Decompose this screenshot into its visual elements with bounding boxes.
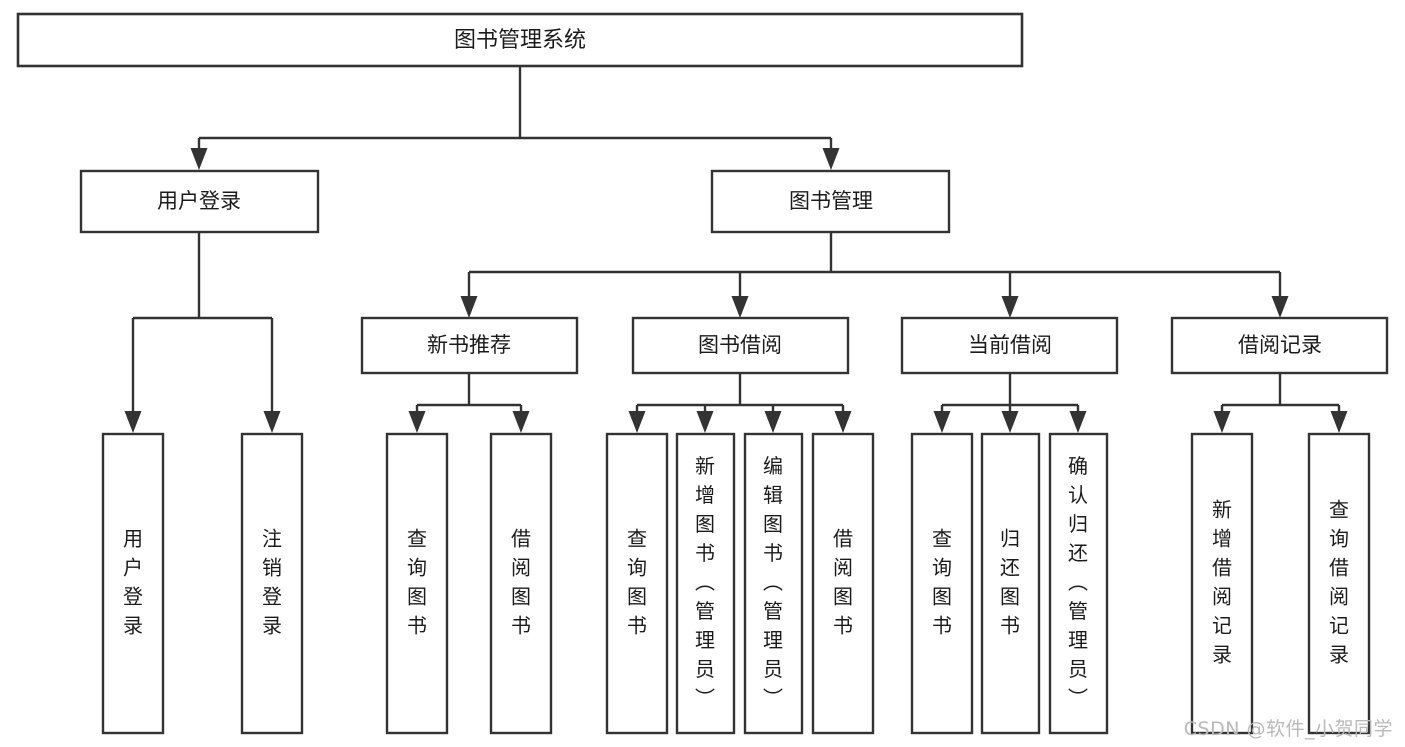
leaf-current-query[interactable]: 查询图书 bbox=[910, 432, 974, 735]
node-book-management[interactable]: 图书管理 bbox=[710, 169, 951, 234]
leaf-newbook-query-label: 查询图书 bbox=[407, 527, 427, 638]
connector-borrow-to-leaves bbox=[628, 373, 852, 433]
leaf-current-return-label: 归还图书 bbox=[1000, 527, 1020, 638]
leaf-user-login-signout-label: 注销登录 bbox=[262, 527, 282, 638]
leaf-borrow-add[interactable]: 新增图书︵管理员︶ bbox=[675, 432, 736, 735]
node-new-book-recommend[interactable]: 新书推荐 bbox=[360, 316, 579, 375]
node-borrow-record-label: 借阅记录 bbox=[1238, 333, 1322, 357]
leaf-current-return[interactable]: 归还图书 bbox=[980, 432, 1041, 735]
leaf-record-add-label: 新增借阅记录 bbox=[1212, 498, 1232, 667]
leaf-newbook-borrow-label: 借阅图书 bbox=[511, 527, 531, 638]
leaf-user-login-signin-label: 用户登录 bbox=[123, 527, 143, 638]
connector-userlogin-to-leaves bbox=[124, 232, 281, 433]
node-current-borrow[interactable]: 当前借阅 bbox=[900, 316, 1119, 375]
connector-record-to-leaves bbox=[1213, 373, 1348, 433]
leaf-borrow-query[interactable]: 查询图书 bbox=[605, 432, 669, 735]
connector-root-to-level2 bbox=[190, 66, 840, 170]
leaf-record-query-label: 查询借阅记录 bbox=[1329, 498, 1349, 667]
node-root-label: 图书管理系统 bbox=[454, 28, 586, 53]
leaf-current-query-label: 查询图书 bbox=[932, 527, 952, 638]
connector-current-to-leaves bbox=[933, 373, 1087, 433]
node-new-book-recommend-label: 新书推荐 bbox=[427, 333, 511, 357]
node-user-login-label: 用户登录 bbox=[157, 189, 241, 213]
node-current-borrow-label: 当前借阅 bbox=[968, 333, 1052, 357]
node-borrow-record[interactable]: 借阅记录 bbox=[1170, 316, 1389, 375]
leaf-borrow-query-label: 查询图书 bbox=[627, 527, 647, 638]
leaf-newbook-borrow[interactable]: 借阅图书 bbox=[489, 432, 553, 735]
leaf-record-add[interactable]: 新增借阅记录 bbox=[1190, 432, 1254, 735]
node-book-borrow[interactable]: 图书借阅 bbox=[631, 316, 850, 375]
node-book-management-label: 图书管理 bbox=[789, 189, 873, 213]
leaf-borrow-loan-label: 借阅图书 bbox=[833, 527, 853, 638]
leaf-user-login-signout[interactable]: 注销登录 bbox=[240, 432, 304, 735]
leaf-borrow-loan[interactable]: 借阅图书 bbox=[811, 432, 875, 735]
node-root-book-management-system[interactable]: 图书管理系统 bbox=[16, 12, 1024, 68]
leaf-user-login-signin[interactable]: 用户登录 bbox=[101, 432, 165, 735]
leaf-record-query[interactable]: 查询借阅记录 bbox=[1307, 432, 1371, 735]
leaf-borrow-add-label: 新增图书︵管理员︶ bbox=[695, 454, 715, 710]
leaf-borrow-edit-label: 编辑图书︵管理员︶ bbox=[763, 454, 783, 710]
node-user-login[interactable]: 用户登录 bbox=[79, 169, 320, 234]
leaf-newbook-query[interactable]: 查询图书 bbox=[385, 432, 449, 735]
connector-newbook-to-leaves bbox=[408, 373, 530, 433]
leaf-borrow-edit[interactable]: 编辑图书︵管理员︶ bbox=[743, 432, 804, 735]
connector-bookmgmt-to-level3 bbox=[460, 232, 1289, 318]
leaf-current-confirm-return-label: 确认归还︵管理员︶ bbox=[1068, 454, 1088, 710]
node-book-borrow-label: 图书借阅 bbox=[698, 333, 782, 357]
leaf-current-confirm-return[interactable]: 确认归还︵管理员︶ bbox=[1048, 432, 1109, 735]
